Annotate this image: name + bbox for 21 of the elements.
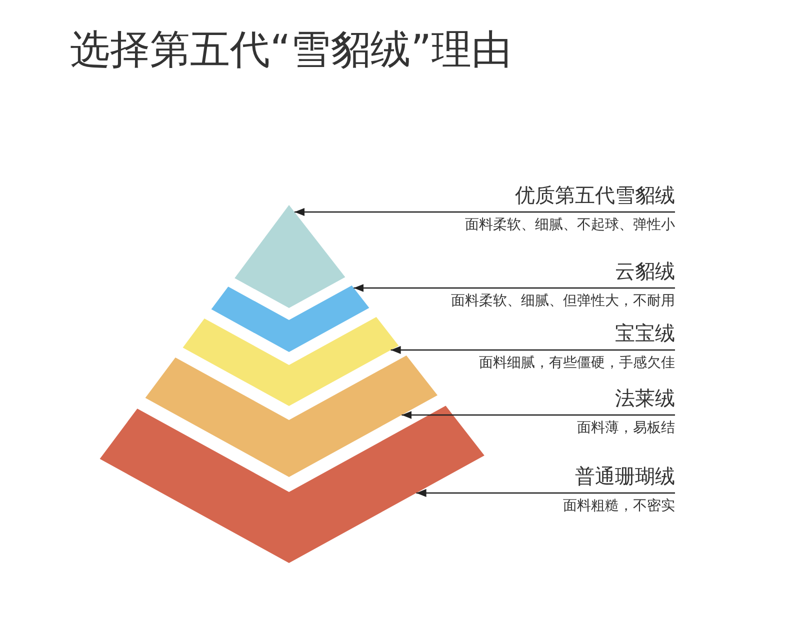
pyramid-layer	[234, 205, 346, 308]
layer-description: 面料细腻，有些僵硬，手感欠佳	[479, 354, 675, 372]
pyramid-layer	[182, 317, 399, 406]
layer-heading: 宝宝绒	[615, 321, 675, 345]
layer-heading: 云貂绒	[615, 259, 675, 283]
layer-description: 面料柔软、细腻、但弹性大，不耐用	[451, 292, 675, 310]
leader-line	[402, 411, 675, 419]
page-title: 选择第五代“雪貂绒”理由	[70, 26, 512, 75]
layer-heading: 优质第五代雪貂绒	[515, 183, 675, 207]
layer-description: 面料柔软、细腻、不起球、弹性小	[465, 216, 675, 234]
layer-description: 面料粗糙，不密实	[563, 497, 675, 515]
leader-line	[354, 284, 675, 292]
pyramid-layer	[211, 286, 370, 352]
leader-line	[390, 346, 675, 354]
leader-line	[294, 208, 675, 216]
layer-heading: 普通珊瑚绒	[575, 464, 675, 488]
leader-line	[416, 489, 675, 497]
pyramid-layer	[100, 406, 484, 563]
layer-heading: 法莱绒	[615, 386, 675, 410]
pyramid-layer	[145, 356, 438, 477]
layer-description: 面料薄，易板结	[577, 419, 675, 437]
